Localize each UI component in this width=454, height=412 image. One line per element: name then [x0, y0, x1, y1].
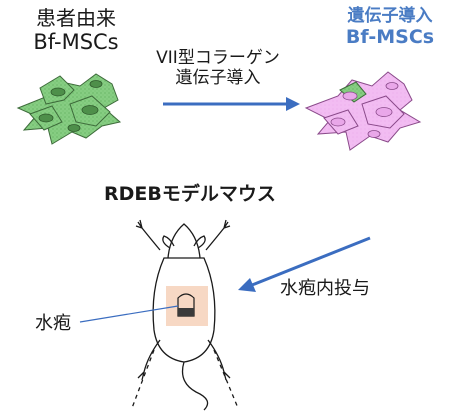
pink-cell: [304, 71, 422, 151]
patient-cells-label-line2: Bf-MSCs: [33, 30, 119, 54]
dashed-guide-right: [213, 349, 239, 409]
green-nucleus: [89, 80, 103, 88]
mouse-illustration: [131, 219, 239, 411]
pink-nucleus: [330, 117, 346, 127]
left-hindlimb: [137, 339, 161, 381]
right-forelimb: [205, 219, 231, 251]
pink-nucleus: [385, 82, 399, 90]
mouse-ear-right: [193, 235, 206, 249]
dashed-guide-left: [131, 349, 155, 409]
injection-label: 水疱内投与: [280, 278, 370, 299]
transduced-cells-label: 遺伝子導入 Bf-MSCs: [340, 6, 440, 49]
green-nucleus: [67, 124, 81, 132]
mouse-tail: [181, 361, 209, 411]
blister-core: [178, 308, 194, 316]
green-nucleus: [38, 113, 54, 123]
transduction-label-line1: VII型コラーゲン: [156, 48, 280, 68]
patient-cells-label: 患者由来 Bf-MSCs: [28, 6, 124, 55]
right-hindlimb: [207, 339, 231, 381]
left-forelimb: [135, 219, 161, 251]
blister-outline: [177, 293, 195, 317]
transduction-arrowhead: [286, 97, 300, 111]
injection-arrowhead: [238, 278, 256, 292]
transduced-cells-label-line1: 遺伝子導入: [347, 6, 433, 26]
mouse-head: [167, 223, 201, 259]
injection-arrow: [251, 236, 371, 287]
mouse-ear-left: [162, 235, 175, 249]
pink-nucleus: [342, 91, 358, 101]
mouse-body: [152, 257, 216, 363]
blister-leader-line: [79, 305, 179, 323]
green-nucleus: [81, 105, 99, 115]
transduced-cell-cluster: [304, 71, 422, 151]
green-nucleus: [50, 87, 66, 97]
transduced-cells-label-line2: Bf-MSCs: [345, 26, 435, 49]
transduction-label-line2: 遺伝子導入: [175, 68, 261, 89]
blister-label: 水疱: [35, 313, 71, 334]
pink-nucleus: [367, 130, 381, 138]
pink-nucleus: [375, 107, 393, 117]
mouse-model-title: RDEBモデルマウス: [104, 183, 276, 205]
blister-patch: [166, 286, 208, 326]
transduction-label: VII型コラーゲン 遺伝子導入: [148, 48, 288, 89]
patient-cells-label-line1: 患者由来: [36, 6, 116, 30]
patient-cell-cluster: [16, 73, 122, 145]
